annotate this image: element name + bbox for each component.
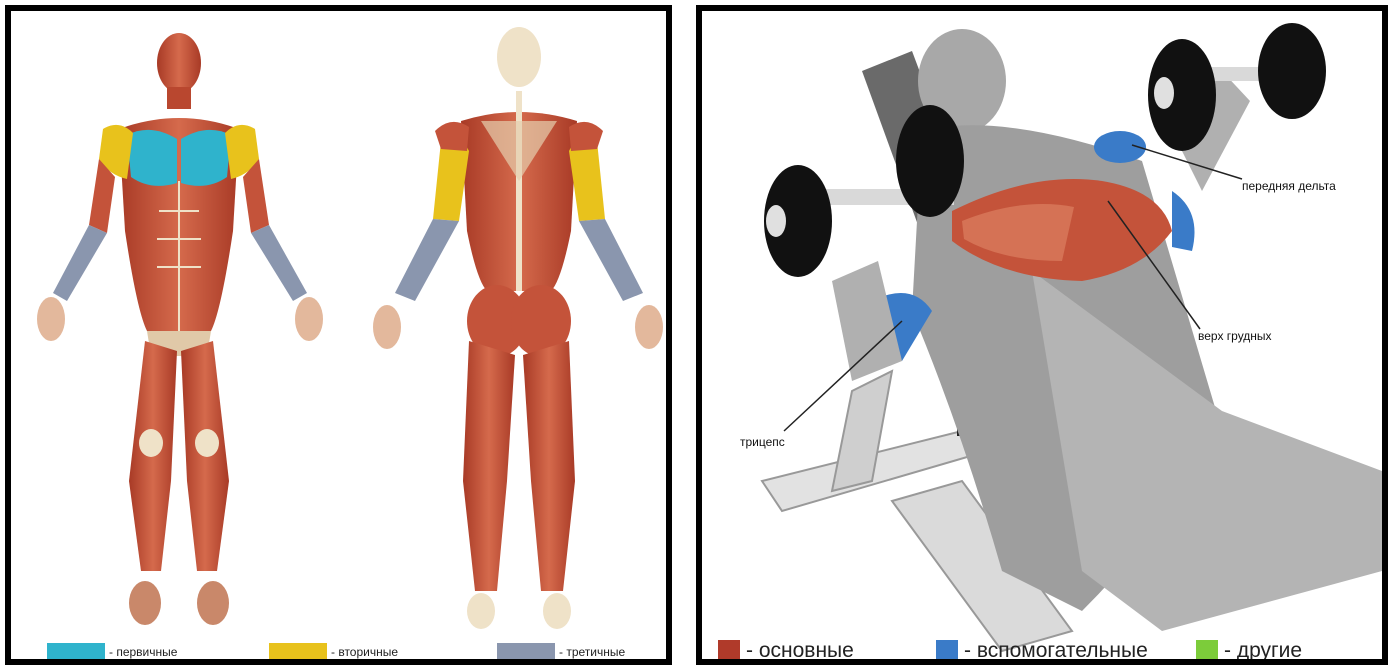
anatomy-figures: [11, 11, 666, 659]
legend-swatch-secondary: [269, 643, 327, 660]
legend-label-primary: - первичные: [109, 645, 177, 659]
anatomy-panel: - первичные - вторичные - третичные: [5, 5, 672, 665]
right-dumbbell: [1148, 23, 1326, 151]
legend-item-auxiliary: - вспомогательные: [936, 639, 1148, 663]
legend-label-main: - основные: [746, 639, 854, 663]
callout-triceps: трицепс: [740, 435, 785, 449]
legend-item-tertiary: - третичные: [497, 643, 625, 660]
legend-item-main: - основные: [718, 639, 854, 663]
legend-label-auxiliary: - вспомогательные: [964, 639, 1148, 663]
legend-label-tertiary: - третичные: [559, 645, 625, 659]
callout-upper-chest: верх грудных: [1198, 329, 1272, 343]
legend-item-primary: - первичные: [47, 643, 177, 660]
legend-item-secondary: - вторичные: [269, 643, 398, 660]
front-figure: [37, 33, 323, 625]
exercise-illustration: [702, 11, 1382, 659]
exercise-panel: передняя дельта верх грудных трицепс - о…: [696, 5, 1388, 665]
back-figure: [373, 27, 663, 629]
legend-swatch-main: [718, 640, 740, 662]
legend-label-other: - другие: [1224, 639, 1302, 663]
legend-swatch-other: [1196, 640, 1218, 662]
legend-swatch-tertiary: [497, 643, 555, 660]
legend-label-secondary: - вторичные: [331, 645, 398, 659]
callout-front-delt: передняя дельта: [1242, 179, 1336, 193]
legend-swatch-primary: [47, 643, 105, 660]
legend-item-other: - другие: [1196, 639, 1302, 663]
legend-swatch-auxiliary: [936, 640, 958, 662]
